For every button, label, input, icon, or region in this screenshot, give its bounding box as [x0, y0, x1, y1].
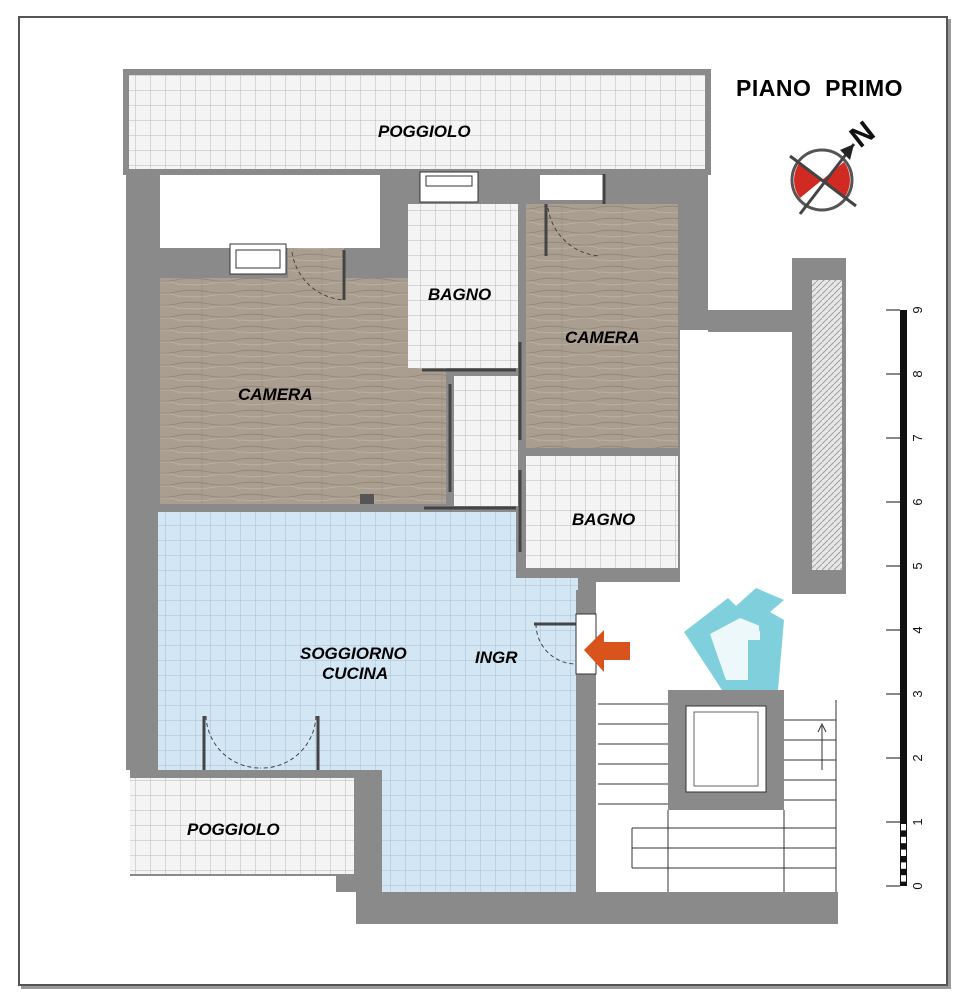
scale-subdivision — [901, 824, 906, 831]
staircase — [598, 690, 837, 892]
scale-tick-label: 1 — [910, 818, 925, 825]
label-bagno-top: BAGNO — [428, 285, 491, 304]
scale-tick-label: 9 — [910, 306, 925, 313]
door-swings — [205, 207, 601, 769]
scale-tick-label: 8 — [910, 370, 925, 377]
hatched-strip — [812, 280, 842, 570]
camera-left-alcove — [288, 248, 344, 278]
scale-tick-label: 0 — [910, 882, 925, 889]
label-soggiorno: SOGGIORNO — [300, 644, 407, 663]
bagno-top-floor — [408, 204, 518, 368]
bagno-bottom-floor — [526, 456, 678, 568]
scale-bar-body — [900, 310, 907, 886]
label-camera-right: CAMERA — [565, 328, 640, 347]
scale-subdivision — [901, 862, 906, 869]
label-cucina: CUCINA — [322, 664, 388, 683]
landing-wall — [708, 310, 796, 332]
label-bagno-bottom: BAGNO — [572, 510, 635, 529]
camera-left-floor — [160, 278, 446, 504]
label-camera-left: CAMERA — [238, 385, 313, 404]
agency-logo — [684, 588, 784, 690]
scale-tick-label: 4 — [910, 626, 925, 633]
corridor-floor — [454, 376, 518, 506]
entrance-arrow — [584, 630, 630, 672]
radiator — [360, 494, 374, 504]
label-poggiolo-bottom: POGGIOLO — [187, 820, 280, 839]
scale-subdivision — [901, 875, 906, 882]
compass-icon — [789, 143, 857, 215]
poggiolo-bottom-floor — [130, 778, 354, 874]
scale-tick-label: 2 — [910, 754, 925, 761]
scale-tick-label: 6 — [910, 498, 925, 505]
door-leaves — [202, 174, 606, 770]
scale-tick-label: 3 — [910, 690, 925, 697]
label-ingr: INGR — [475, 648, 518, 667]
bottom-wall — [356, 892, 838, 924]
scale-tick-label: 7 — [910, 434, 925, 441]
camera-right-floor — [526, 204, 678, 448]
windows — [229, 171, 597, 675]
scale-subdivision — [901, 849, 906, 856]
scale-subdivision — [901, 836, 906, 844]
scale-tick-label: 5 — [910, 562, 925, 569]
label-poggiolo-top: POGGIOLO — [378, 122, 471, 141]
plan-title: PIANO PRIMO — [736, 75, 903, 101]
scale-bar: 0 1 2 3 4 5 6 7 8 9 — [886, 306, 925, 890]
soggiorno-floor — [158, 512, 578, 892]
